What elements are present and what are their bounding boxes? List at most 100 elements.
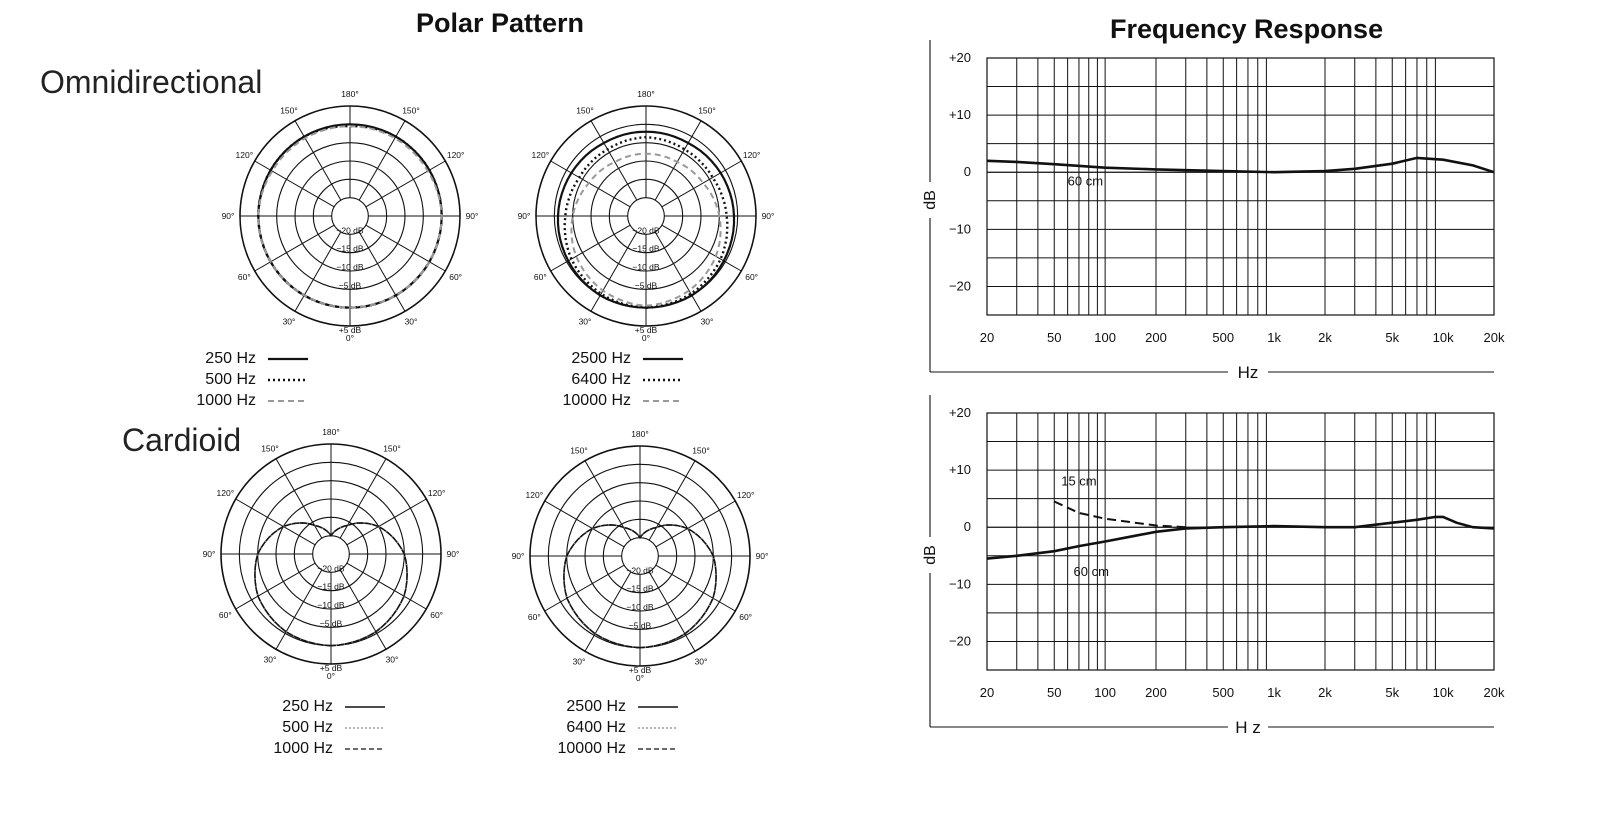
- polar-angle-label: 120°: [743, 150, 761, 160]
- freq-y-tick: −10: [949, 576, 971, 591]
- legend-label: 6400 Hz: [571, 371, 631, 388]
- freq-x-label-bg: [1228, 716, 1268, 738]
- legend-label: 2500 Hz: [566, 698, 626, 715]
- frequency-response-title: Frequency Response: [1110, 14, 1384, 44]
- polar-angle-label: 60°: [534, 272, 547, 282]
- legend-item: 10000 Hz: [520, 738, 680, 759]
- freq-series-15-cm: [1053, 500, 1186, 529]
- legend-swatch: [638, 705, 678, 708]
- polar-angle-label: 60°: [430, 610, 443, 620]
- freq-y-label-bg: [920, 537, 940, 573]
- polar-ring-label: −10 dB: [632, 262, 660, 272]
- polar-spoke: [654, 120, 702, 201]
- polar-angle-label: 150°: [692, 445, 710, 455]
- legend-label: 500 Hz: [205, 371, 256, 388]
- freq-x-tick: 10k: [1433, 685, 1454, 700]
- freq-y-tick: −10: [949, 221, 971, 236]
- polar-angle-label: 120°: [526, 490, 544, 500]
- legend-item: 10000 Hz: [530, 390, 685, 411]
- polar-angle-label: 150°: [383, 443, 401, 453]
- polar-angle-label: 90°: [518, 211, 531, 221]
- polar-spoke: [254, 224, 335, 272]
- freq-x-tick: 20: [980, 330, 994, 345]
- freq-x-tick: 1k: [1267, 685, 1281, 700]
- freq-y-tick: −20: [949, 278, 971, 293]
- freq-x-tick: 2k: [1318, 685, 1332, 700]
- polar-spoke: [358, 231, 406, 312]
- legend-swatch: [638, 747, 678, 750]
- polar-spoke: [550, 160, 631, 208]
- polar-angle-label: 120°: [737, 490, 755, 500]
- polar-spoke: [365, 160, 446, 208]
- polar-series-10000-hz: [563, 524, 717, 649]
- polar-ring-label: −20 dB: [317, 563, 345, 573]
- legend-item: 2500 Hz: [520, 696, 680, 717]
- freq-y-label-bg: [920, 182, 940, 218]
- polar-ring-label: −10 dB: [626, 602, 654, 612]
- polar-ring-label: −5 dB: [320, 618, 343, 628]
- polar-plot-omni-low: 180°150°150°120°120°90°90°60°60°30°30°0°…: [222, 89, 479, 343]
- polar-spoke: [544, 500, 625, 548]
- legend-label: 6400 Hz: [566, 719, 626, 736]
- polar-angle-label: 120°: [217, 488, 235, 498]
- polar-angle-label: 180°: [631, 429, 649, 439]
- polar-spoke: [294, 231, 342, 312]
- legend-item: 500 Hz: [232, 717, 387, 738]
- freq-plot-border: [986, 412, 1495, 671]
- freq-x-tick: 200: [1145, 685, 1167, 700]
- polar-angle-label: 30°: [386, 655, 399, 665]
- legend-swatch: [268, 378, 308, 381]
- legend-label: 10000 Hz: [562, 392, 632, 409]
- polar-angle-label: 30°: [579, 317, 592, 327]
- polar-plot-omni-high: 180°150°150°120°120°90°90°60°60°30°30°0°…: [518, 89, 775, 343]
- freq-x-tick: 200: [1145, 330, 1167, 345]
- legend-item: 6400 Hz: [520, 717, 680, 738]
- polar-spoke: [590, 120, 638, 201]
- polar-ring-label: −20 dB: [632, 225, 660, 235]
- polar-angle-label: 90°: [222, 211, 235, 221]
- freq-x-tick: 20k: [1484, 685, 1505, 700]
- legend-item: 1000 Hz: [160, 390, 310, 411]
- polar-series-2500-hz: [556, 130, 736, 309]
- polar-spoke: [339, 569, 387, 650]
- polar-ring-label: −15 dB: [336, 244, 364, 254]
- polar-angle-label: 30°: [573, 657, 586, 667]
- polar-spoke: [254, 160, 335, 208]
- polar-angle-label: 0°: [636, 673, 644, 683]
- polar-spoke: [655, 500, 736, 548]
- polar-spoke: [661, 160, 742, 208]
- polar-series-500-hz: [254, 522, 408, 647]
- polar-angle-label: 150°: [570, 445, 588, 455]
- polar-angle-label: 180°: [341, 89, 359, 99]
- freq-series-label: 60 cm: [1074, 564, 1109, 579]
- polar-angle-label: 30°: [283, 317, 296, 327]
- polar-angle-label: 0°: [346, 333, 354, 343]
- legend-label: 2500 Hz: [571, 350, 631, 367]
- freq-x-tick: 100: [1094, 685, 1116, 700]
- freq-x-tick: 20: [980, 685, 994, 700]
- freq-plot-border: [986, 57, 1495, 316]
- freq-y-tick: 0: [964, 164, 971, 179]
- legend-item: 2500 Hz: [530, 348, 685, 369]
- freq-y-tick: +20: [949, 405, 971, 420]
- legend-swatch: [345, 726, 385, 729]
- polar-spoke: [275, 569, 323, 650]
- legend-item: 250 Hz: [160, 348, 310, 369]
- legend-swatch: [268, 357, 308, 360]
- legend-swatch: [638, 726, 678, 729]
- freq-x-tick: 5k: [1385, 685, 1399, 700]
- freq-series-60-cm: [986, 515, 1495, 560]
- freq-x-axis-label: H z: [1235, 718, 1261, 737]
- legend-item: 6400 Hz: [530, 369, 685, 390]
- legend-item: 1000 Hz: [232, 738, 387, 759]
- omnidirectional-label: Omnidirectional: [40, 64, 263, 100]
- freq-y-axis-label: dB: [922, 190, 939, 210]
- polar-spoke: [294, 120, 342, 201]
- legend-label: 10000 Hz: [557, 740, 627, 757]
- polar-angle-label: 60°: [238, 272, 251, 282]
- freq-x-tick: 2k: [1318, 330, 1332, 345]
- legend-omni-high: 2500 Hz 6400 Hz 10000 Hz: [530, 348, 685, 411]
- polar-angle-label: 30°: [264, 655, 277, 665]
